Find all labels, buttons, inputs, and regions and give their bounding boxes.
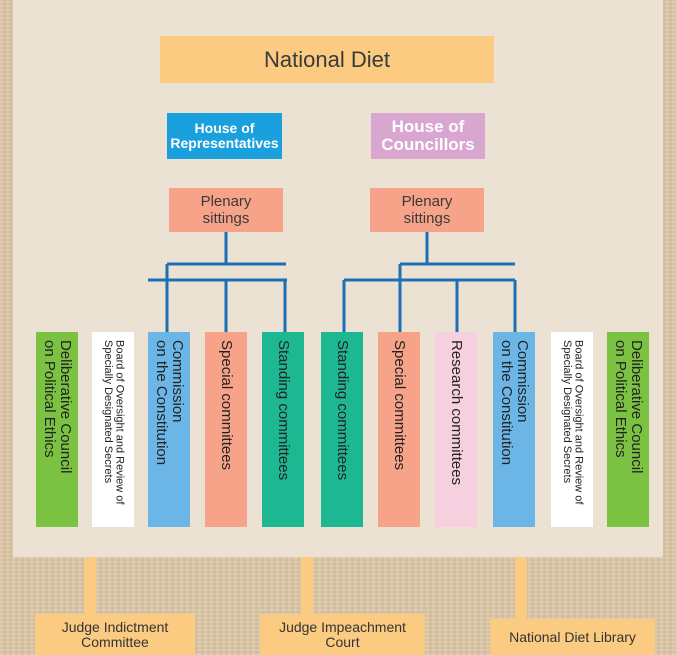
- committee-column-left-special-committees: Special committees: [205, 332, 247, 527]
- committee-label-right-commission-constitution: Commission on the Constitution: [498, 340, 531, 466]
- committee-label-right-board-of-oversight: Board of Oversight and Review of Special…: [561, 340, 585, 505]
- committee-column-right-deliberative-council: Deliberative Council on Political Ethics: [607, 332, 649, 527]
- committee-column-right-board-of-oversight: Board of Oversight and Review of Special…: [551, 332, 593, 527]
- plenary-sittings-right-box: Plenary sittings: [370, 188, 484, 232]
- national-diet-library-label: National Diet Library: [509, 628, 636, 645]
- committee-label-left-standing-committees: Standing committees: [274, 340, 292, 481]
- committee-column-right-commission-constitution: Commission on the Constitution: [493, 332, 535, 527]
- national-diet-label: National Diet: [264, 46, 390, 72]
- committee-label-left-commission-constitution: Commission on the Constitution: [153, 340, 186, 466]
- committee-column-right-standing-committees: Standing committees: [321, 332, 363, 527]
- committee-column-left-board-of-oversight: Board of Oversight and Review of Special…: [92, 332, 134, 527]
- judge-indictment-committee-box: Judge Indictment Committee: [35, 614, 195, 655]
- house-of-representatives-box: House of Representatives: [167, 113, 282, 159]
- national-diet-box: National Diet: [160, 36, 494, 83]
- committee-column-left-deliberative-council: Deliberative Council on Political Ethics: [36, 332, 78, 527]
- committee-label-right-standing-committees: Standing committees: [333, 340, 351, 481]
- judge-impeachment-court-label: Judge Impeachment Court: [279, 618, 406, 650]
- house-of-councillors-label: House of Councillors: [381, 117, 475, 154]
- committee-label-left-deliberative-council: Deliberative Council on Political Ethics: [41, 340, 74, 474]
- plenary-sittings-left-label: Plenary sittings: [200, 192, 252, 227]
- house-of-councillors-box: House of Councillors: [371, 113, 485, 159]
- committee-label-right-research-committees: Research committees: [447, 340, 465, 486]
- committee-column-left-standing-committees: Standing committees: [262, 332, 304, 527]
- committee-column-left-commission-constitution: Commission on the Constitution: [148, 332, 190, 527]
- house-of-representatives-label: House of Representatives: [170, 119, 279, 151]
- committee-label-right-deliberative-council: Deliberative Council on Political Ethics: [612, 340, 645, 474]
- plenary-sittings-left-box: Plenary sittings: [169, 188, 283, 232]
- national-diet-library-box: National Diet Library: [490, 619, 655, 655]
- committee-column-right-special-committees: Special committees: [378, 332, 420, 527]
- committee-label-left-special-committees: Special committees: [217, 340, 235, 471]
- committee-column-right-research-committees: Research committees: [435, 332, 477, 527]
- judge-indictment-committee-label: Judge Indictment Committee: [61, 618, 169, 650]
- committee-label-right-special-committees: Special committees: [390, 340, 408, 471]
- judge-impeachment-court-box: Judge Impeachment Court: [260, 614, 425, 655]
- committee-label-left-board-of-oversight: Board of Oversight and Review of Special…: [102, 340, 126, 505]
- plenary-sittings-right-label: Plenary sittings: [401, 192, 453, 227]
